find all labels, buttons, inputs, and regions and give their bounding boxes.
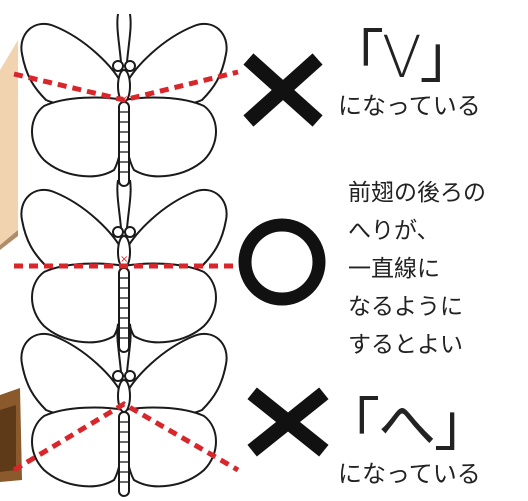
- tip-line: へりが、: [348, 212, 486, 250]
- tip-text: 前翅の後ろの へりが、 一直線に なるように するとよい: [348, 174, 486, 364]
- svg-text:×: ×: [120, 94, 128, 105]
- circle-mark-icon: [245, 225, 319, 299]
- label-v-caption: になっている: [338, 92, 481, 121]
- tip-line: 前翅の後ろの: [348, 174, 486, 212]
- butterfly-v-shape: ×: [14, 14, 238, 186]
- cross-mark-icon: [254, 64, 312, 116]
- label-v-quote: 「V」: [326, 28, 476, 86]
- svg-text:×: ×: [120, 254, 128, 265]
- label-he-caption: になっている: [338, 460, 481, 489]
- tip-line: なるように: [348, 288, 486, 326]
- butterfly-straight: ×: [14, 180, 240, 352]
- label-he-quote: 「へ」: [322, 396, 490, 454]
- tip-line: 一直線に: [348, 250, 486, 288]
- tip-line: するとよい: [348, 326, 486, 364]
- background-fragments: [0, 40, 22, 482]
- cross-mark-icon: [258, 398, 318, 446]
